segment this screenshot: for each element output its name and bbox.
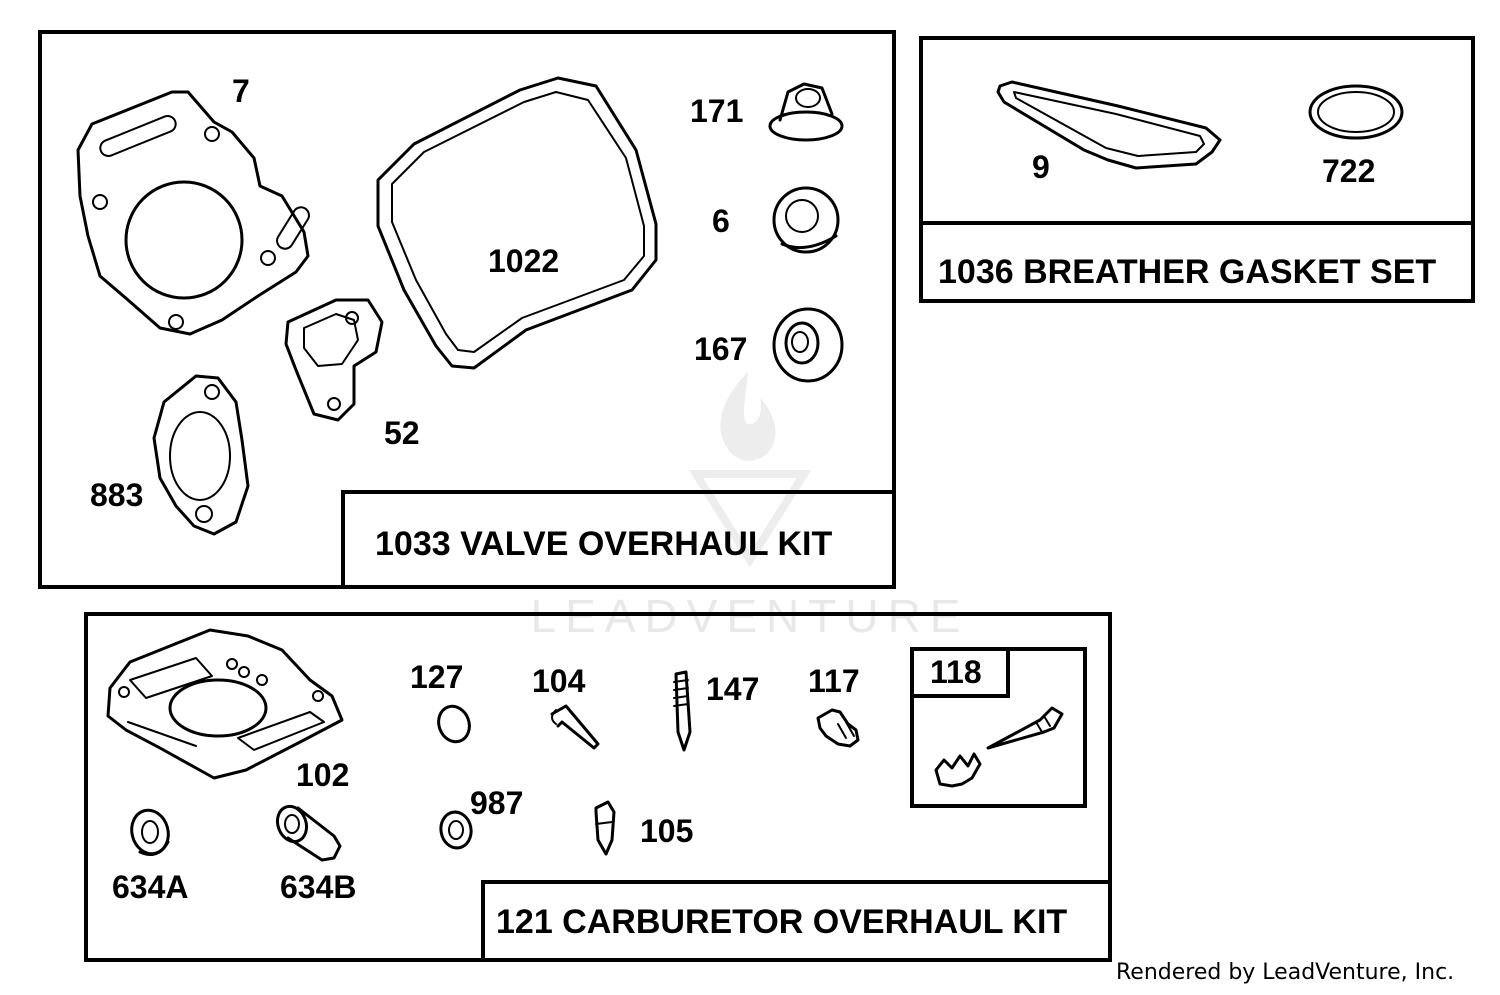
valve-kit-title: 1033 VALVE OVERHAUL KIT: [375, 525, 832, 563]
carburetor-kit-title: 121 CARBURETOR OVERHAUL KIT: [496, 903, 1067, 941]
part-label: 722: [1322, 153, 1375, 189]
part-label: 117: [808, 663, 860, 699]
part-label: 52: [384, 415, 420, 451]
footer-credit: Rendered by LeadVenture, Inc.: [1116, 960, 1455, 985]
part-label: 167: [694, 331, 747, 367]
valve-kit-title-box: [341, 490, 896, 589]
part-6-valve-seal[interactable]: [772, 186, 840, 254]
part-118-label-box: [910, 647, 1010, 698]
breather-kit-border: [919, 36, 1475, 303]
part-label: 102: [296, 757, 349, 793]
part-167-seal[interactable]: [772, 307, 844, 383]
part-label: 7: [232, 73, 250, 109]
part-52-exhaust-gasket[interactable]: [284, 298, 384, 422]
breather-kit-title: 1036 BREATHER GASKET SET: [938, 253, 1436, 291]
part-634b-sleeve[interactable]: [273, 802, 342, 862]
part-118-mixture-screw[interactable]: [934, 706, 1064, 788]
part-105-inlet-needle[interactable]: [594, 800, 616, 856]
part-104-float-pin[interactable]: [550, 704, 600, 750]
part-label: 127: [410, 659, 463, 695]
part-label: 147: [706, 671, 759, 707]
part-7-head-gasket[interactable]: [76, 90, 312, 336]
watermark-logo: [688, 372, 812, 568]
part-label: 118: [930, 654, 982, 690]
part-987-washer[interactable]: [438, 810, 474, 851]
part-883-gasket[interactable]: [152, 374, 250, 536]
valve-kit-panel: 1033 VALVE OVERHAUL KIT 7 1022 171: [38, 30, 896, 589]
part-label: 1022: [488, 243, 559, 279]
part-label: 987: [470, 785, 523, 821]
part-label: 634A: [112, 869, 189, 905]
part-9-breather-gasket[interactable]: [996, 80, 1222, 170]
breather-kit-panel: 1036 BREATHER GASKET SET 9 722: [919, 36, 1475, 303]
part-127-welch-plug[interactable]: [434, 702, 475, 746]
part-label: 634B: [280, 869, 357, 905]
part-label: 104: [532, 663, 586, 699]
carburetor-kit-panel: 121 CARBURETOR OVERHAUL KIT 102 127 104: [84, 612, 1112, 962]
part-label: 6: [712, 203, 730, 239]
part-634a-seal[interactable]: [127, 806, 173, 858]
part-label: 105: [640, 813, 693, 849]
part-label: 883: [90, 477, 143, 513]
part-102-plate-gasket[interactable]: [106, 628, 344, 780]
part-117-screw[interactable]: [816, 708, 860, 748]
carburetor-kit-title-box: [481, 880, 1112, 962]
part-label: 9: [1032, 149, 1050, 185]
part-722-o-ring[interactable]: [1308, 84, 1404, 140]
part-label: 171: [690, 93, 743, 129]
part-1022-valve-cover-gasket[interactable]: [376, 76, 658, 370]
part-171-flange-nut[interactable]: [768, 82, 844, 142]
part-147-needle[interactable]: [673, 670, 692, 752]
